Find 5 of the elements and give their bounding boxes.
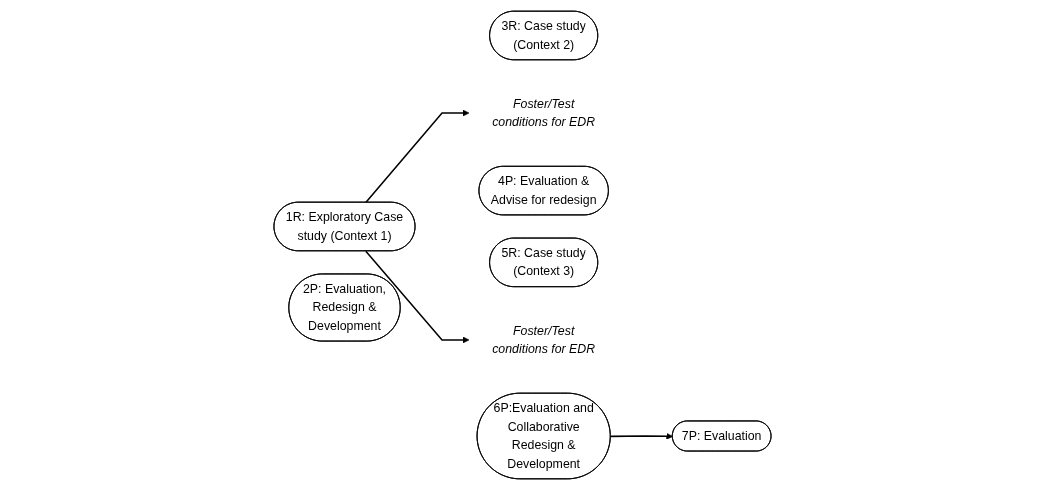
- node-text: Foster/Test conditions for EDR: [492, 96, 596, 129]
- arrow: [609, 432, 673, 440]
- arrow: [365, 250, 470, 344]
- node-text: Foster/Test conditions for EDR: [492, 323, 596, 356]
- arrow: [365, 109, 470, 204]
